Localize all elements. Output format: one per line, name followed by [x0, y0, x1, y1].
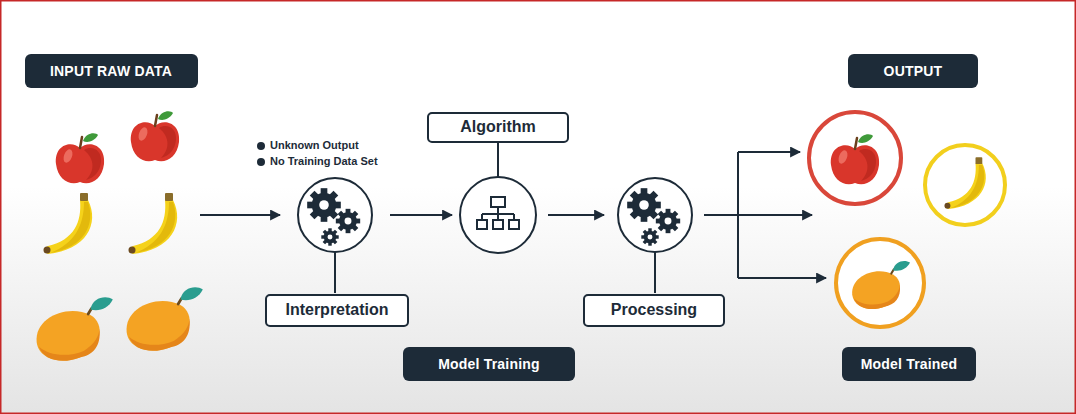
flow-arrow: [390, 214, 452, 216]
flow-arrow: [200, 152, 826, 278]
flow-arrow: [738, 151, 800, 153]
gear-icon: [618, 178, 692, 252]
stage-label-box: Model Trained: [842, 347, 976, 381]
output-fruit: [944, 157, 985, 209]
algorithm-icon: [493, 220, 503, 229]
section-heading: OUTPUT: [848, 54, 978, 88]
gear-icon: [627, 188, 661, 222]
input-fruit: [37, 297, 113, 360]
output-fruit: [925, 145, 1005, 225]
stage-label-box: Model Training: [403, 347, 575, 381]
leader-line: [334, 252, 336, 293]
box-text: Model Trained: [861, 356, 958, 372]
gear-icon: [307, 188, 341, 222]
bullet-note: No Training Data Set: [270, 155, 378, 168]
algorithm-icon: [509, 220, 519, 229]
algorithm-icon: [477, 220, 487, 229]
step-label-box: Interpretation: [265, 294, 409, 327]
flow-arrow: [738, 277, 826, 279]
algorithm-icon: [460, 177, 536, 253]
input-fruit: [131, 111, 179, 161]
box-text: Processing: [611, 301, 697, 319]
input-fruit: [56, 133, 104, 183]
box-text: Algorithm: [460, 118, 536, 136]
flow-arrow: [704, 214, 738, 216]
algorithm-icon: [491, 197, 505, 207]
box-text: OUTPUT: [884, 63, 943, 79]
gear-icon: [618, 178, 692, 252]
step-label-box: Processing: [583, 294, 725, 327]
gear-icon: [298, 178, 372, 252]
output-fruit: [809, 112, 1005, 327]
flow-arrow: [548, 214, 604, 216]
output-fruit: [809, 112, 901, 204]
flow-arrow: [200, 214, 280, 216]
algorithm-icon: [497, 207, 499, 214]
input-fruit: [127, 287, 203, 350]
bullet-dot: [257, 158, 265, 166]
algorithm-icon: [477, 197, 519, 229]
step-label-box: Algorithm: [427, 112, 569, 143]
leader-line: [335, 143, 655, 293]
input-fruit: [129, 193, 178, 254]
flow-arrow: [738, 214, 812, 216]
output-fruit: [831, 134, 879, 184]
bullet-dot: [257, 142, 265, 166]
algorithm-icon: [460, 177, 536, 253]
bullet-note: Unknown Output: [270, 139, 359, 152]
gear-icon: [641, 228, 658, 245]
gear-icon: [298, 178, 372, 252]
bullet-dot: [257, 142, 265, 150]
gear-icon: [656, 209, 680, 233]
box-text: Interpretation: [285, 301, 388, 319]
input-fruit: [44, 193, 93, 254]
input-fruit: [37, 111, 203, 361]
box-text: Model Training: [438, 356, 540, 372]
box-text: INPUT RAW DATA: [50, 63, 172, 79]
output-fruit: [852, 261, 910, 309]
leader-line: [654, 252, 656, 293]
gear-icon: [321, 228, 338, 245]
leader-line: [497, 143, 499, 177]
gear-icon: [336, 209, 360, 233]
section-heading: INPUT RAW DATA: [25, 54, 198, 88]
output-fruit: [836, 239, 924, 327]
